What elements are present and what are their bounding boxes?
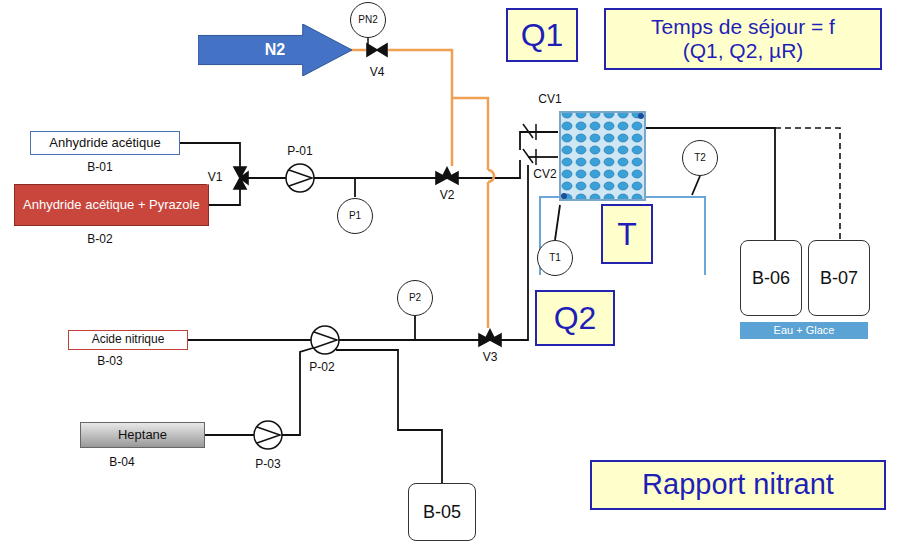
node-text: P1 [349, 210, 361, 222]
pressure-gauge: PN2 [350, 2, 386, 38]
reactor-port [638, 113, 644, 119]
tank-tag: B-02 [86, 233, 113, 246]
node-text: T [617, 216, 637, 253]
pressure-gauge: P2 [397, 280, 433, 316]
callout-box: Q2 [535, 290, 615, 346]
reagent-tank: Acide nitrique [68, 330, 188, 350]
node-text: Temps de séjour = f (Q1, Q2, µR) [638, 15, 848, 63]
pressure-gauge: P1 [337, 198, 373, 234]
part-tag: CV2 [532, 168, 557, 181]
node-text: PN2 [358, 14, 377, 26]
temperature-sensor: T1 [537, 240, 573, 276]
callout-box: Rapport nitrant [590, 460, 886, 510]
node-text: Q1 [521, 17, 564, 54]
check-valves [523, 124, 536, 165]
node-text: B-07 [820, 268, 858, 289]
node-text: B-06 [752, 268, 790, 289]
nitrogen-line [350, 50, 494, 328]
tank-tag: B-04 [108, 456, 135, 469]
node-text: B-05 [423, 502, 461, 523]
tank-tag: B-03 [96, 355, 123, 368]
part-tag: V3 [482, 351, 499, 364]
part-tag: V2 [439, 189, 456, 202]
node-text: Q2 [554, 300, 597, 337]
pump-symbols [254, 164, 339, 449]
cooling-bath: Eau + Glace [740, 322, 868, 339]
dashed-pipe [775, 128, 840, 240]
node-text: P2 [409, 292, 421, 304]
callout-box: Temps de séjour = f (Q1, Q2, µR) [604, 8, 882, 70]
waste-vessel: B-05 [408, 483, 476, 541]
reagent-tank: Anhydride acétique [30, 131, 180, 155]
part-tag: P-03 [254, 458, 281, 471]
part-tag: V4 [369, 66, 386, 79]
reagent-tank: Anhydride acétique + Pyrazole [14, 184, 209, 226]
arrow-outline [198, 24, 352, 76]
node-text: Acide nitrique [92, 333, 165, 347]
collection-vessel: B-07 [808, 240, 870, 316]
part-tag: V1 [207, 171, 224, 184]
node-text: T1 [549, 252, 561, 264]
node-text: Eau + Glace [774, 324, 835, 337]
tank-tag: B-01 [86, 161, 113, 174]
solvent-tank: Heptane [80, 422, 205, 448]
part-tag: CV1 [537, 93, 562, 106]
node-text: Heptane [118, 428, 167, 443]
collection-vessel: B-06 [740, 240, 802, 316]
callout-box: Q1 [506, 8, 578, 62]
temperature-sensor: T2 [682, 140, 718, 176]
valve-symbols [234, 44, 501, 346]
part-tag: P-01 [286, 145, 313, 158]
part-tag: P-02 [308, 361, 335, 374]
micro-reactor [560, 112, 645, 200]
pipe-lines [180, 128, 775, 483]
nitrogen-arrow: N2 [198, 24, 352, 76]
node-text: Anhydride acétique [49, 136, 160, 151]
node-text: N2 [265, 41, 285, 59]
node-text: T2 [694, 152, 706, 164]
node-text: Rapport nitrant [642, 468, 834, 501]
reactor-port [561, 193, 567, 199]
node-text: Anhydride acétique + Pyrazole [23, 198, 200, 213]
callout-box: T [601, 204, 653, 264]
